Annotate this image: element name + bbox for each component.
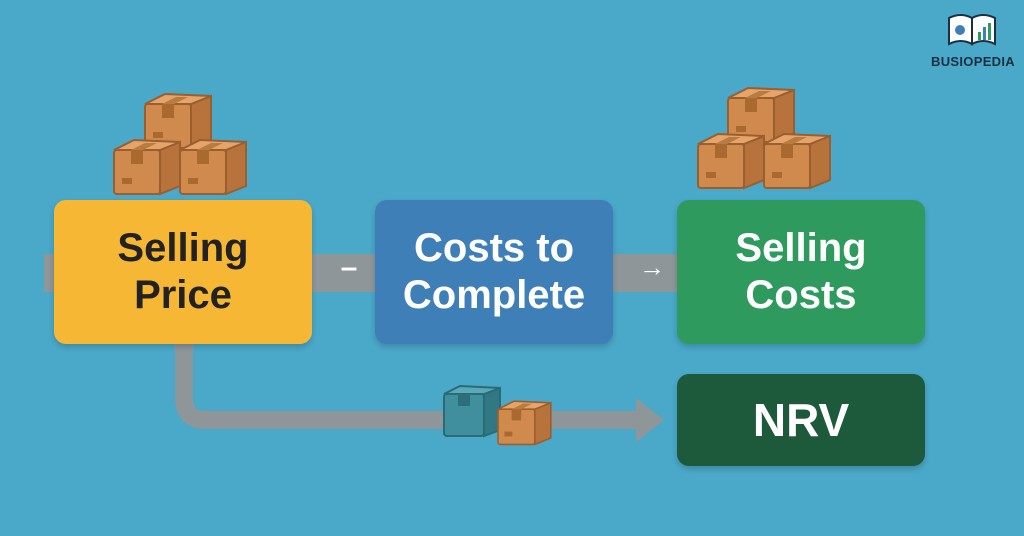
costs-to-complete-line-2: Complete <box>402 273 586 317</box>
selling-costs-box: Selling Costs <box>677 200 925 344</box>
nrv-box: NRV <box>677 374 925 466</box>
logo-text: BUSIOPEDIA <box>931 54 1015 69</box>
boxes-in-transit-icon <box>443 384 552 446</box>
connector-to-nrv <box>175 344 640 429</box>
boxes-stack-right-icon <box>697 87 831 189</box>
selling-costs-line-1: Selling <box>735 225 867 270</box>
selling-price-box: Selling Price <box>54 200 312 344</box>
costs-to-complete-line-1: Costs to <box>414 225 574 270</box>
brand-logo: BUSIOPEDIA <box>930 10 1016 69</box>
boxes-stack-left-icon <box>113 93 247 195</box>
minus-operator: – <box>340 251 358 284</box>
selling-costs-line-2: Costs <box>745 273 857 317</box>
selling-price-line-2: Price <box>134 273 232 317</box>
selling-price-line-1: Selling <box>117 225 249 270</box>
nrv-label: NRV <box>752 393 850 446</box>
costs-to-complete-box: Costs to Complete <box>375 200 613 344</box>
arrow-operator: → <box>639 252 665 282</box>
busiopedia-book-icon <box>948 14 996 46</box>
connector-minus-bar <box>310 254 378 292</box>
connector-arrow-bar <box>610 254 680 292</box>
arrowhead-to-nrv <box>636 398 664 442</box>
